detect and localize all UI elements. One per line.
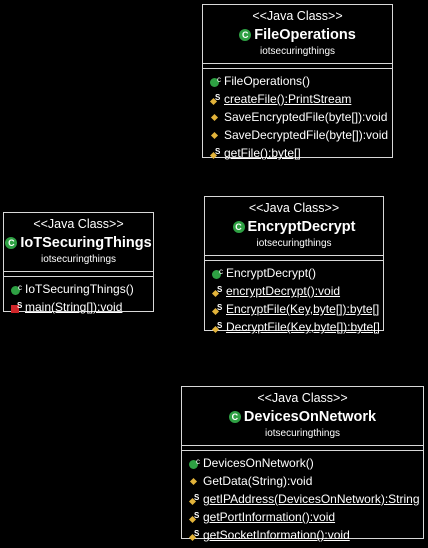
- operation[interactable]: EncryptDecrypt(): [211, 263, 383, 282]
- operation[interactable]: createFile():PrintStream: [209, 89, 392, 108]
- class-name-text: IoTSecuringThings: [20, 235, 152, 251]
- attributes-compartment: [4, 272, 153, 277]
- class-stereotype: <<Java Class>>: [257, 391, 348, 405]
- operation[interactable]: getSocketInformation():void: [188, 525, 423, 544]
- operation-label: FileOperations(): [224, 74, 311, 88]
- operation[interactable]: getPortInformation():void: [188, 507, 423, 526]
- class-name-text: DevicesOnNetwork: [243, 409, 377, 425]
- operation-label: DevicesOnNetwork(): [203, 456, 314, 470]
- package-method-icon: [188, 475, 201, 488]
- operation-label: getIPAddress(DevicesOnNetwork):String: [203, 492, 420, 506]
- constructor-icon: [10, 279, 23, 297]
- class-stereotype: <<Java Class>>: [252, 9, 343, 23]
- class-icon: C: [232, 221, 245, 233]
- static-method-icon: [188, 489, 201, 507]
- static-method-icon: [209, 89, 222, 107]
- operation[interactable]: getIPAddress(DevicesOnNetwork):String: [188, 489, 423, 508]
- class-package: iotsecuringthings: [264, 428, 341, 439]
- constructor-icon: [209, 71, 222, 89]
- operation-label: getPortInformation():void: [203, 510, 336, 524]
- operation-label: DecryptFile(Key,byte[]):byte[]: [226, 320, 380, 334]
- static-private-method-icon: [10, 297, 23, 315]
- operation-label: createFile():PrintStream: [224, 92, 352, 106]
- package-method-icon: [209, 129, 222, 142]
- class-icon: C: [5, 237, 18, 249]
- class-icon: C: [239, 29, 252, 41]
- operation-label: SaveEncryptedFile(byte[]):void: [224, 110, 388, 124]
- attributes-compartment: [182, 446, 423, 451]
- static-method-icon: [209, 143, 222, 161]
- operation[interactable]: SaveEncryptedFile(byte[]):void: [209, 108, 392, 126]
- operation[interactable]: getFile():byte[]: [209, 143, 392, 162]
- static-method-icon: [211, 317, 224, 335]
- operation-label: encryptDecrypt():void: [226, 284, 341, 298]
- attributes-compartment: [205, 256, 383, 261]
- class-name-text: EncryptDecrypt: [247, 219, 356, 235]
- operation-label: EncryptDecrypt(): [226, 266, 317, 280]
- package-method-icon: [209, 111, 222, 124]
- class-package: iotsecuringthings: [40, 254, 117, 265]
- operation-label: IoTSecuringThings(): [25, 282, 134, 296]
- operations-compartment: IoTSecuringThings() main(String[]):void: [4, 277, 153, 320]
- class-package: iotsecuringthings: [259, 46, 336, 57]
- static-method-icon: [211, 281, 224, 299]
- operations-compartment: EncryptDecrypt() encryptDecrypt():void E…: [205, 261, 383, 340]
- class-stereotype: <<Java Class>>: [248, 201, 340, 215]
- class-name-text: FileOperations: [254, 27, 356, 43]
- operation-label: getFile():byte[]: [224, 146, 301, 160]
- class-icon: C: [228, 411, 241, 423]
- operation-label: SaveDecryptedFile(byte[]):void: [224, 128, 389, 142]
- operation-label: getSocketInformation():void: [203, 528, 350, 542]
- operation[interactable]: FileOperations(): [209, 71, 392, 90]
- class-stereotype: <<Java Class>>: [33, 217, 124, 231]
- static-method-icon: [211, 299, 224, 317]
- attributes-compartment: [203, 64, 392, 69]
- operation-label: EncryptFile(Key,byte[]):byte[]: [226, 302, 380, 316]
- operation[interactable]: IoTSecuringThings(): [10, 279, 153, 298]
- static-method-icon: [188, 525, 201, 543]
- operations-compartment: FileOperations() createFile():PrintStrea…: [203, 69, 392, 166]
- operations-compartment: DevicesOnNetwork() GetData(String):void …: [182, 451, 423, 548]
- operation[interactable]: EncryptFile(Key,byte[]):byte[]: [211, 299, 383, 318]
- operation[interactable]: GetData(String):void: [188, 472, 423, 490]
- operation[interactable]: DevicesOnNetwork(): [188, 453, 423, 472]
- operation[interactable]: main(String[]):void: [10, 297, 153, 316]
- operation-label: main(String[]):void: [25, 300, 123, 314]
- operation[interactable]: encryptDecrypt():void: [211, 281, 383, 300]
- constructor-icon: [211, 263, 224, 281]
- operation-label: GetData(String):void: [203, 474, 313, 488]
- operation[interactable]: SaveDecryptedFile(byte[]):void: [209, 126, 392, 144]
- static-method-icon: [188, 507, 201, 525]
- class-package: iotsecuringthings: [256, 238, 332, 249]
- operation[interactable]: DecryptFile(Key,byte[]):byte[]: [211, 317, 383, 336]
- constructor-icon: [188, 453, 201, 471]
